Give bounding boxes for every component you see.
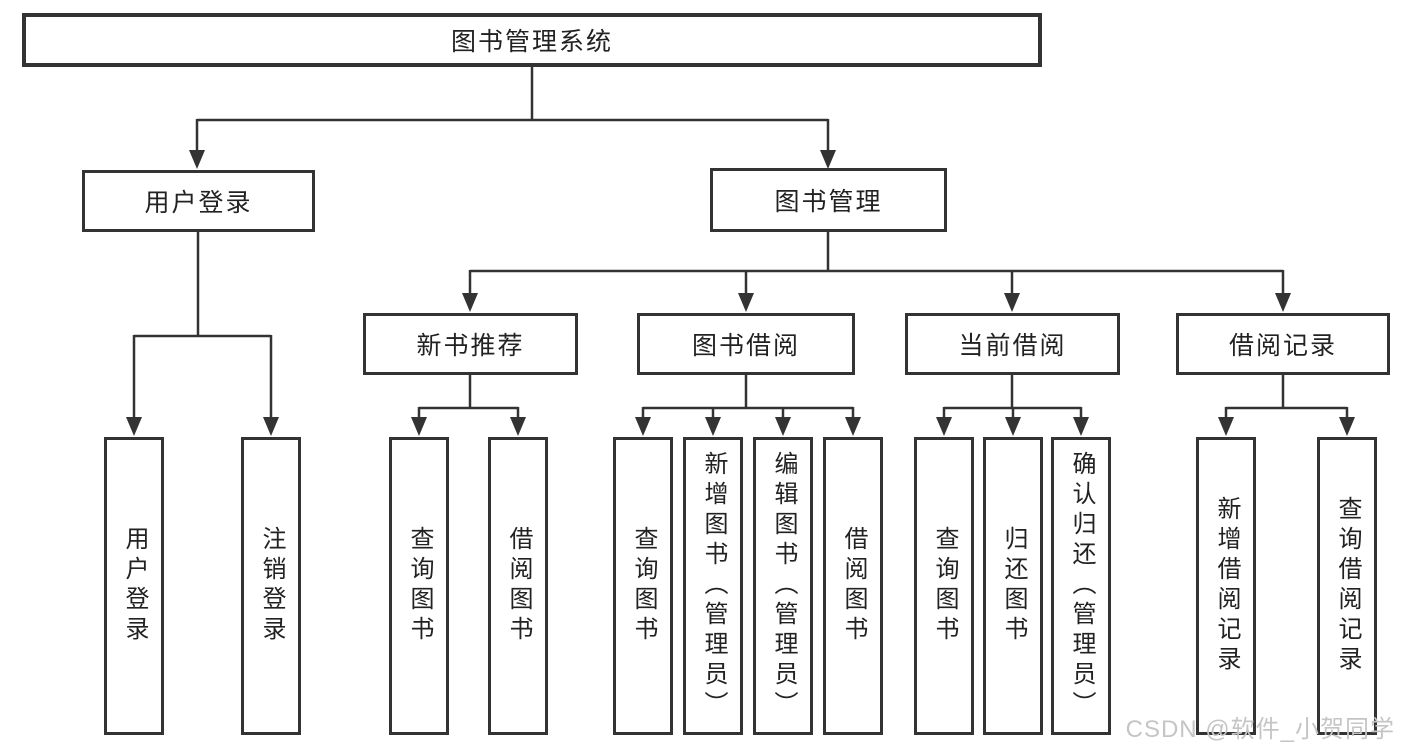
node-label: 用户登录 (144, 189, 253, 217)
leaf-label: 查询图书 (630, 526, 657, 646)
node-label: 图书借阅 (691, 332, 800, 360)
leaf-add-borrow-record: 新增借阅记录 (1196, 437, 1256, 735)
leaf-logout: 注销登录 (241, 437, 301, 735)
leaf-label: 编辑图书（管理员） (770, 451, 797, 721)
leaf-label: 确认归还（管理员） (1068, 451, 1095, 721)
leaf-label: 新增图书（管理员） (700, 451, 727, 721)
node-label: 图书管理 (774, 188, 883, 216)
node-user-login: 用户登录 (82, 170, 315, 232)
leaf-label: 查询借阅记录 (1334, 496, 1361, 676)
leaf-confirm-return-admin: 确认归还（管理员） (1051, 437, 1111, 735)
leaf-borrow-books-recommend: 借阅图书 (488, 437, 548, 735)
leaf-label: 借阅图书 (840, 526, 867, 646)
leaf-label: 归还图书 (1000, 526, 1027, 646)
leaf-borrow-books: 借阅图书 (823, 437, 883, 735)
node-current-borrow: 当前借阅 (905, 313, 1120, 375)
node-label: 当前借阅 (958, 332, 1067, 360)
leaf-label: 查询图书 (931, 526, 958, 646)
node-borrow-records: 借阅记录 (1176, 313, 1390, 375)
leaf-label: 新增借阅记录 (1213, 496, 1240, 676)
node-library-management-system: 图书管理系统 (22, 13, 1042, 67)
leaf-query-books-borrow: 查询图书 (613, 437, 673, 735)
csdn-watermark: CSDN @软件_小贺同学 (1125, 716, 1395, 743)
leaf-return-books: 归还图书 (983, 437, 1043, 735)
leaf-label: 查询图书 (406, 526, 433, 646)
leaf-add-books-admin: 新增图书（管理员） (683, 437, 743, 735)
node-new-book-recommend: 新书推荐 (363, 313, 578, 375)
leaf-query-books-current: 查询图书 (914, 437, 974, 735)
node-book-borrow: 图书借阅 (637, 313, 855, 375)
arrowheads (126, 150, 1355, 436)
leaf-query-borrow-record: 查询借阅记录 (1317, 437, 1377, 735)
node-book-management: 图书管理 (710, 168, 947, 232)
leaf-label: 用户登录 (121, 526, 148, 646)
leaf-label: 借阅图书 (505, 526, 532, 646)
node-label: 借阅记录 (1228, 332, 1337, 360)
leaf-user-login: 用户登录 (104, 437, 164, 735)
leaf-query-books-recommend: 查询图书 (389, 437, 449, 735)
leaf-edit-books-admin: 编辑图书（管理员） (753, 437, 813, 735)
node-label: 图书管理系统 (450, 28, 613, 56)
leaf-label: 注销登录 (258, 526, 285, 646)
node-label: 新书推荐 (416, 332, 525, 360)
